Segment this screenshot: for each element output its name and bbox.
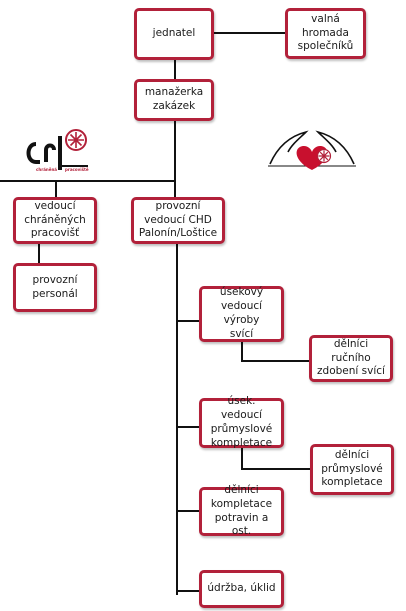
node-usekovy-vedouci-svici: úsekový vedoucí výroby svící <box>199 286 284 342</box>
connector-to-delnici-rucniho <box>241 360 309 362</box>
connector-jednatel-manazerka <box>174 59 176 80</box>
node-provozni-vedouci: provozní vedoucí CHD Palonín/Loštice <box>131 197 225 244</box>
logo-text-pracoviste: pracoviště <box>65 167 89 172</box>
connector-main-trunk <box>176 243 178 595</box>
connector-to-udrzba <box>176 590 199 592</box>
connector-to-delnici-prumyslove <box>241 468 310 470</box>
node-delnici-prumyslove: dělníci průmyslové kompletace <box>310 444 394 495</box>
hands-heart-logo-icon <box>266 124 358 178</box>
connector-vedouci-personal <box>38 243 40 264</box>
connector-manazerka-down <box>174 120 176 181</box>
connector-to-provozni-vedouci <box>174 181 176 198</box>
node-delnici-rucniho-zdobeni: dělníci ručního zdobení svící <box>309 335 393 382</box>
node-delnici-kompletace-potravin: dělníci kompletace potravin a ost. <box>199 484 284 537</box>
chranena-pracoviste-logo-icon: chráněná pracoviště <box>22 126 98 174</box>
connector-branch-horizontal <box>0 180 176 182</box>
node-udrzba-uklid: údržba, úklid <box>199 570 284 608</box>
node-vedouci-chranenych: vedoucí chráněných pracovišť <box>13 197 97 244</box>
node-manazerka-zakazek: manažerka zakázek <box>134 79 214 121</box>
node-usek-vedouci-prumyslove: úsek. vedoucí průmyslové kompletace <box>199 395 284 449</box>
node-jednatel: jednatel <box>134 8 214 60</box>
connector-to-usekovy-svici <box>176 320 199 322</box>
connector-usek-prumyslove-down <box>241 447 243 469</box>
logo-text-chranena: chráněná <box>36 167 57 172</box>
connector-usekovy-rucniho <box>241 341 243 361</box>
connector-to-vedouci-chranenych <box>55 181 57 198</box>
connector-jednatel-valna-hromada <box>213 32 286 34</box>
connector-to-delnici-kompletace <box>176 510 199 512</box>
connector-to-usek-prumyslove <box>176 426 199 428</box>
node-valna-hromada: valná hromada společníků <box>285 8 366 59</box>
node-provozni-personal: provozní personál <box>13 263 97 312</box>
